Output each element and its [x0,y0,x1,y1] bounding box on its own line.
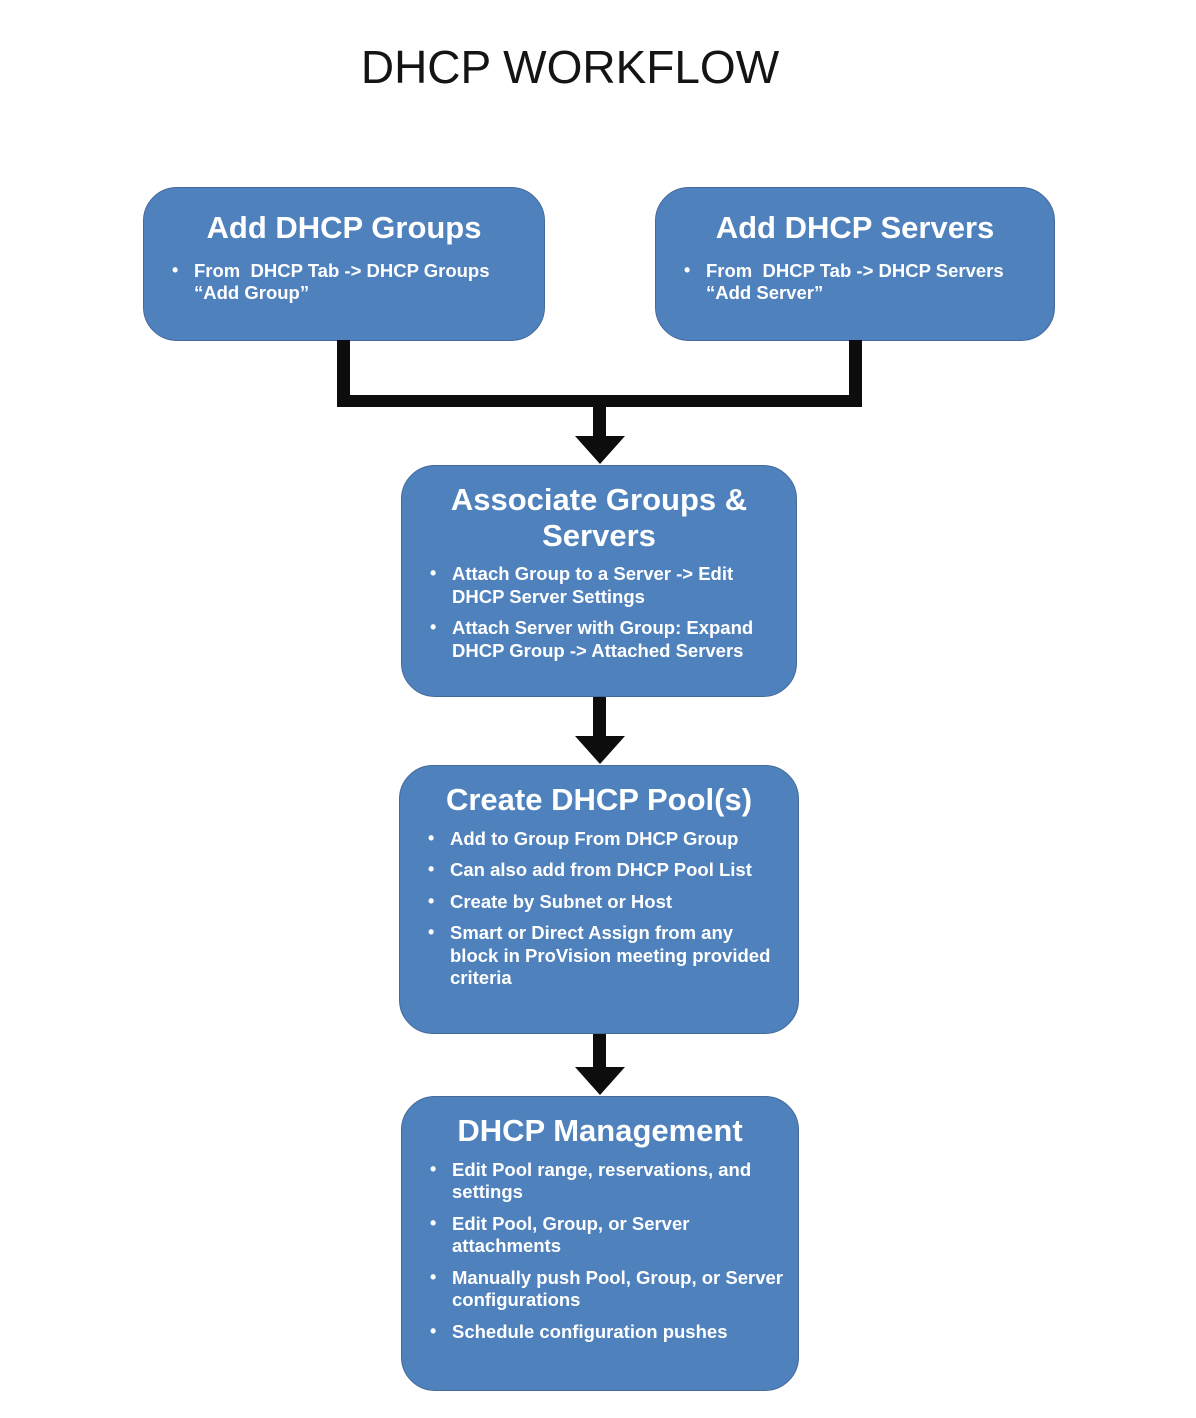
connector-groups-drop-line [337,340,350,406]
bullet-item: Attach Server with Group: Expand DHCP Gr… [430,617,782,662]
bullet-list: From DHCP Tab -> DHCP Groups “Add Group” [144,260,544,305]
node-title: Add DHCP Servers [715,210,995,245]
node-dhcp-management: DHCP Management Edit Pool range, reserva… [401,1096,799,1391]
bullet-item: Edit Pool range, reservations, and setti… [430,1159,784,1204]
bullet-item: Create by Subnet or Host [428,891,784,914]
bullet-item: Manually push Pool, Group, or Server con… [430,1267,784,1312]
bullet-list: Add to Group From DHCP Group Can also ad… [400,828,798,990]
node-associate-groups-servers: Associate Groups & Servers Attach Group … [401,465,797,697]
connector-merge-bar [337,395,862,407]
bullet-list: From DHCP Tab -> DHCP Servers “Add Serve… [656,260,1054,305]
bullet-item: From DHCP Tab -> DHCP Servers “Add Serve… [684,260,1040,305]
bullet-item: Edit Pool, Group, or Server attachments [430,1213,784,1258]
node-add-dhcp-servers: Add DHCP Servers From DHCP Tab -> DHCP S… [655,187,1055,341]
down-arrow-shaft-1 [593,406,606,439]
bullet-item: Schedule configuration pushes [430,1321,784,1344]
node-title: Create DHCP Pool(s) [445,782,753,817]
bullet-item: From DHCP Tab -> DHCP Groups “Add Group” [172,260,530,305]
down-arrow-head-3-icon [575,1067,625,1095]
down-arrow-head-2-icon [575,736,625,764]
node-title: DHCP Management [457,1113,743,1148]
down-arrow-head-1-icon [575,436,625,464]
bullet-item: Smart or Direct Assign from any block in… [428,922,784,990]
bullet-item: Can also add from DHCP Pool List [428,859,784,882]
page-title: DHCP WORKFLOW [360,41,780,93]
node-create-dhcp-pools: Create DHCP Pool(s) Add to Group From DH… [399,765,799,1034]
bullet-item: Attach Group to a Server -> Edit DHCP Se… [430,563,782,608]
node-title: Associate Groups & Servers [450,482,748,553]
bullet-list: Edit Pool range, reservations, and setti… [402,1159,798,1344]
connector-servers-drop-line [849,340,862,406]
down-arrow-shaft-3 [593,1034,606,1069]
down-arrow-shaft-2 [593,697,606,738]
bullet-list: Attach Group to a Server -> Edit DHCP Se… [402,563,796,662]
node-add-dhcp-groups: Add DHCP Groups From DHCP Tab -> DHCP Gr… [143,187,545,341]
node-title: Add DHCP Groups [206,210,482,245]
bullet-item: Add to Group From DHCP Group [428,828,784,851]
